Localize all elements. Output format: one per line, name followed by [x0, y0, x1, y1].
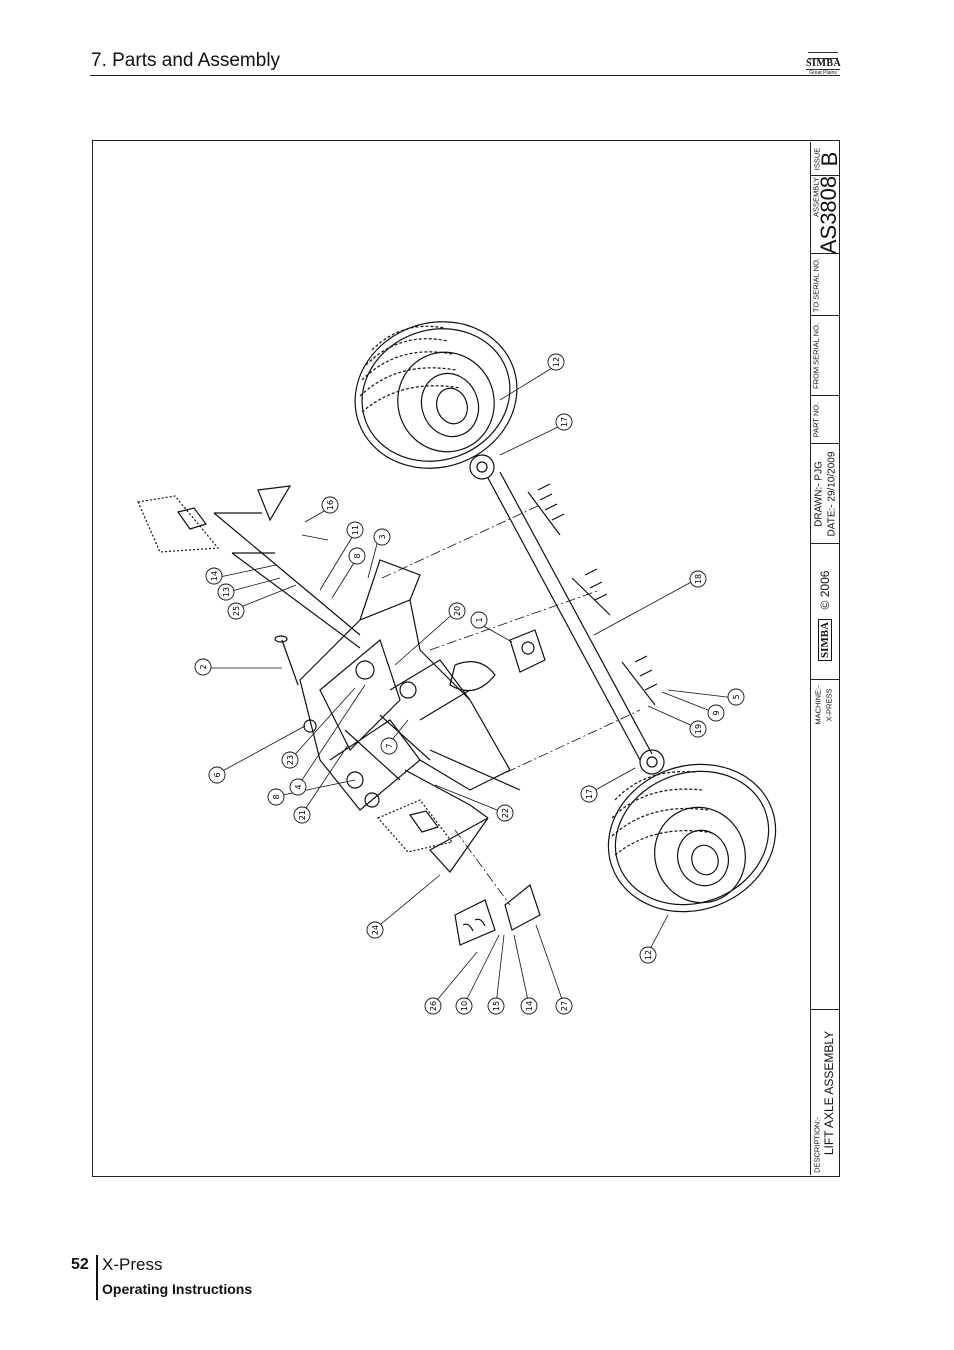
page-number: 52: [71, 1256, 89, 1273]
callout-9: 9: [712, 710, 721, 715]
callout-22: 22: [501, 808, 510, 818]
machine-label: MACHINE:-: [813, 684, 823, 725]
document-subtitle: Operating Instructions: [102, 1281, 253, 1297]
drawn-date: DATE:- 29/10/2009: [826, 451, 838, 536]
decal-plate-lower: [377, 799, 454, 853]
part-no-label: PART NO.: [811, 402, 821, 437]
assembly-value: AS3808: [816, 175, 841, 254]
drawn-by: DRAWN:- PJG: [813, 460, 825, 527]
callout-4: 4: [294, 784, 303, 789]
brand-logo: SIMBA: [818, 618, 832, 661]
logo-name: SIMBA: [806, 58, 842, 69]
footer-divider: [96, 1255, 98, 1300]
construction-lines: [381, 504, 641, 906]
tyre-lower: [607, 763, 777, 913]
callout-15: 15: [492, 1001, 501, 1011]
from-serial-cell: FROM SERIAL NO.: [811, 316, 839, 396]
callout-17-lower: 17: [585, 789, 594, 799]
description-cell: DESCRIPTION:- LIFT AXLE ASSEMBLY: [811, 1010, 839, 1175]
callout-24: 24: [371, 925, 380, 935]
pivot-pin: [274, 635, 299, 686]
description-value: LIFT AXLE ASSEMBLY: [822, 1030, 836, 1155]
logo-stripes: [808, 52, 838, 59]
callout-23: 23: [286, 755, 295, 765]
lower-guard: [404, 769, 489, 873]
callout-20: 20: [453, 606, 462, 616]
callout-14-upper: 14: [210, 571, 219, 581]
callout-18: 18: [694, 574, 703, 584]
callout-5: 5: [732, 694, 741, 699]
assembly-cell: ASSEMBLY AS3808: [811, 175, 841, 254]
callout-21: 21: [298, 810, 307, 820]
callout-10: 10: [460, 1001, 469, 1011]
axle-tube: [469, 454, 665, 775]
title-block: ISSUE B ASSEMBLY AS3808 TO SERIAL NO. FR…: [810, 142, 842, 1175]
lift-frame: [299, 559, 521, 811]
tyre-upper: [354, 321, 518, 469]
logo-subtitle: Great Plains: [806, 69, 840, 76]
callout-3: 3: [378, 534, 387, 539]
section-title: 7. Parts and Assembly: [91, 50, 281, 71]
callout-balloons: 12 17 16 11 3 14 13 25 8 20 1 2 18 5 9 1…: [194, 353, 745, 1015]
callout-16: 16: [326, 500, 335, 510]
header-rule: [90, 75, 840, 76]
callout-7: 7: [385, 743, 394, 748]
copyright-cell: © 2006 SIMBA: [811, 544, 839, 680]
to-serial-label: TO SERIAL NO.: [811, 257, 821, 312]
axle-clamps: [527, 483, 658, 706]
callout-8-lower: 8: [272, 794, 281, 799]
product-name: X-Press: [102, 1255, 163, 1274]
issue-value: B: [817, 151, 842, 166]
issue-cell: ISSUE B: [811, 142, 842, 176]
callout-8-upper: 8: [353, 553, 362, 558]
from-serial-label: FROM SERIAL NO.: [811, 322, 821, 389]
callout-25: 25: [232, 606, 241, 616]
copyright-text: © 2006: [818, 570, 832, 609]
callout-26: 26: [429, 1001, 438, 1011]
callout-17-upper: 17: [560, 417, 569, 427]
callout-14-lower: 14: [525, 1001, 534, 1011]
callout-11: 11: [351, 525, 360, 535]
valve-block: [509, 629, 546, 673]
machine-value: X-PRESS: [824, 688, 834, 721]
callout-12-upper: 12: [552, 357, 561, 367]
description-label: DESCRIPTION:-: [812, 1116, 822, 1173]
callout-12-lower: 12: [644, 950, 653, 960]
callout-6: 6: [213, 772, 222, 777]
decal-plate-upper: [137, 495, 220, 553]
part-no-cell: PART NO.: [811, 396, 839, 444]
simba-logo: SIMBA Great Plains: [806, 52, 842, 76]
callout-27: 27: [560, 1001, 569, 1011]
light-bracket: [454, 883, 541, 946]
to-serial-cell: TO SERIAL NO.: [811, 254, 839, 316]
drawing-frame: [92, 140, 840, 1177]
callout-19: 19: [694, 724, 703, 734]
drawn-cell: DRAWN:- PJG DATE:- 29/10/2009: [811, 444, 839, 544]
machine-cell: MACHINE:- X-PRESS: [811, 680, 839, 1010]
callout-13: 13: [222, 587, 231, 597]
leader-lines: [205, 367, 736, 1006]
callout-2: 2: [199, 664, 208, 669]
callout-1: 1: [475, 617, 484, 622]
top-bracket: [213, 485, 361, 649]
